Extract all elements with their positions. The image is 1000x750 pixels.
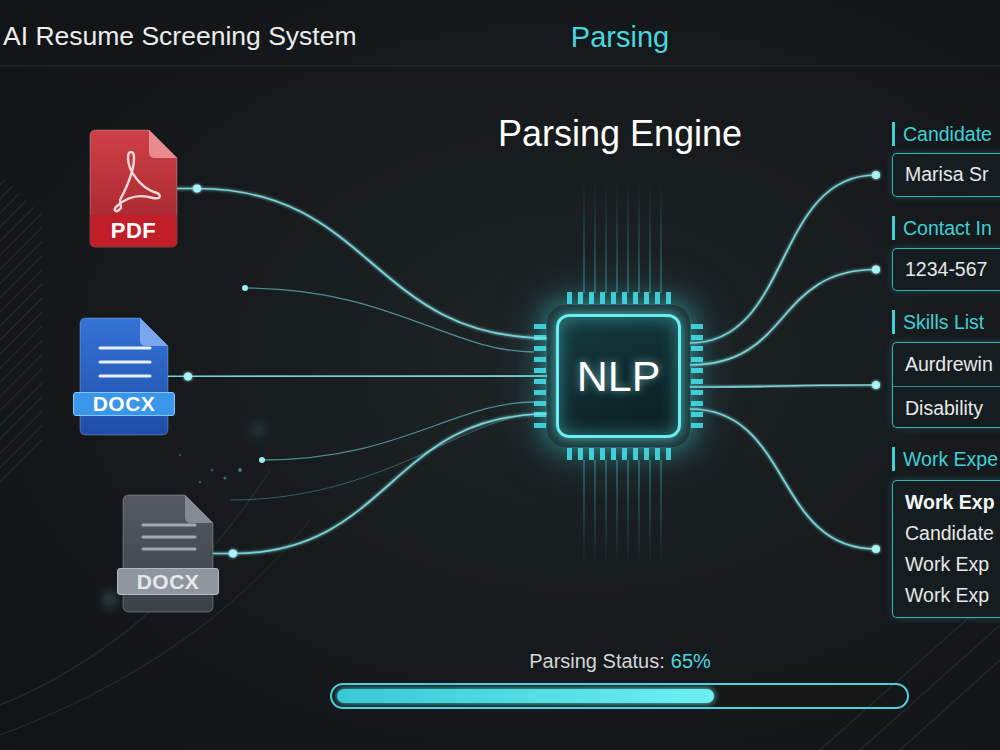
glow-spot	[104, 594, 116, 606]
document-fold	[149, 130, 177, 158]
file-type-band: PDF	[90, 215, 177, 247]
page-title: AI Resume Screening System	[3, 21, 356, 52]
background-line	[860, 625, 1000, 750]
chip-trace-lines	[574, 185, 666, 293]
file-type-band: DOCX	[117, 568, 219, 595]
field-value: Disability	[893, 386, 1000, 429]
field-box: AurdrewinDisability	[892, 342, 1000, 428]
chip-pins	[691, 324, 703, 430]
loose-strand	[262, 402, 534, 460]
text-label: 65%	[671, 650, 711, 673]
file-type-label: DOCX	[93, 392, 156, 416]
tab-underline	[532, 62, 707, 65]
file-icon: DOCX	[123, 495, 213, 612]
field-value: Candidate	[893, 518, 1000, 549]
connector-line	[177, 189, 547, 339]
document-body	[90, 130, 177, 247]
field-value: Aurdrewin	[893, 343, 1000, 386]
connector-dot	[872, 171, 880, 179]
field-value: Work Exp	[893, 549, 1000, 580]
connector-line	[690, 270, 876, 366]
loose-strand	[230, 414, 534, 500]
background-curve	[0, 470, 270, 705]
text-line	[143, 536, 195, 539]
text-label: Parsing Engine	[370, 113, 870, 155]
particle	[179, 454, 181, 456]
connector-dot	[872, 381, 880, 389]
particle	[199, 481, 201, 483]
status-row: Parsing Status: 65%	[240, 650, 1000, 673]
particle	[223, 476, 226, 479]
document-icon	[80, 318, 168, 435]
connector-line	[690, 385, 876, 387]
field-box: Marisa Sr	[892, 153, 1000, 197]
nlp-chip: NLP	[547, 305, 690, 447]
connector-line	[168, 375, 547, 377]
progress-track	[331, 684, 908, 708]
field-heading: Skills List	[892, 310, 984, 334]
field-heading: Contact In	[892, 216, 992, 240]
glow-spot	[253, 425, 263, 435]
loose-strand	[245, 288, 534, 352]
document-fold	[140, 318, 168, 346]
field-heading: Candidate	[892, 122, 992, 146]
acrobat-symbol	[115, 152, 160, 211]
field-value: Work Exp	[893, 487, 1000, 518]
file-type-label: DOCX	[137, 570, 200, 594]
chip-trace-lines	[574, 460, 666, 565]
connector-dot	[229, 550, 237, 558]
particle	[238, 468, 242, 472]
chip-pins	[567, 292, 673, 304]
file-type-label: PDF	[111, 218, 157, 244]
text-line	[143, 524, 195, 527]
extracted-field: Work ExpeWork ExpCandidateWork ExpWork E…	[876, 447, 1000, 618]
field-heading: Work Expe	[892, 447, 998, 471]
connector-dot	[193, 185, 201, 193]
text-line	[100, 361, 150, 364]
text-label: Parsing	[420, 21, 820, 54]
extracted-field: CandidateMarisa Sr	[876, 122, 1000, 197]
chip-core: NLP	[556, 314, 681, 438]
particle	[211, 469, 214, 472]
text-line	[100, 347, 150, 350]
connector-dot	[184, 373, 192, 381]
connector-line	[690, 409, 876, 549]
document-fold	[185, 495, 213, 523]
file-type-band	[90, 215, 177, 247]
chip-label: NLP	[577, 352, 661, 401]
file-icon: DOCX	[80, 318, 168, 435]
hatch-panel	[0, 175, 42, 485]
document-body	[80, 318, 168, 435]
field-value: 1234-567	[893, 249, 1000, 289]
connector-dot	[872, 266, 880, 274]
field-value: Marisa Sr	[893, 154, 1000, 195]
file-type-band: DOCX	[73, 392, 175, 416]
field-box: 1234-567	[892, 248, 1000, 291]
text-line	[143, 548, 195, 551]
text-line	[100, 375, 150, 378]
extracted-field: Skills ListAurdrewinDisability	[876, 310, 1000, 428]
field-value: Work Exp	[893, 580, 1000, 611]
connector-line	[213, 414, 547, 554]
background-line	[900, 660, 1000, 750]
strand-dot	[259, 457, 265, 463]
header-rule	[0, 65, 1000, 66]
text-label: Parsing Status:	[529, 650, 665, 673]
file-icon: PDF	[90, 130, 177, 247]
strand-dot	[242, 285, 248, 291]
chip-pins	[567, 448, 673, 460]
progress-fill	[337, 689, 714, 703]
field-box: Work ExpCandidateWork ExpWork Exp	[892, 480, 1000, 618]
connector-dot	[872, 545, 880, 553]
extracted-field: Contact In 1234-567	[876, 216, 1000, 291]
